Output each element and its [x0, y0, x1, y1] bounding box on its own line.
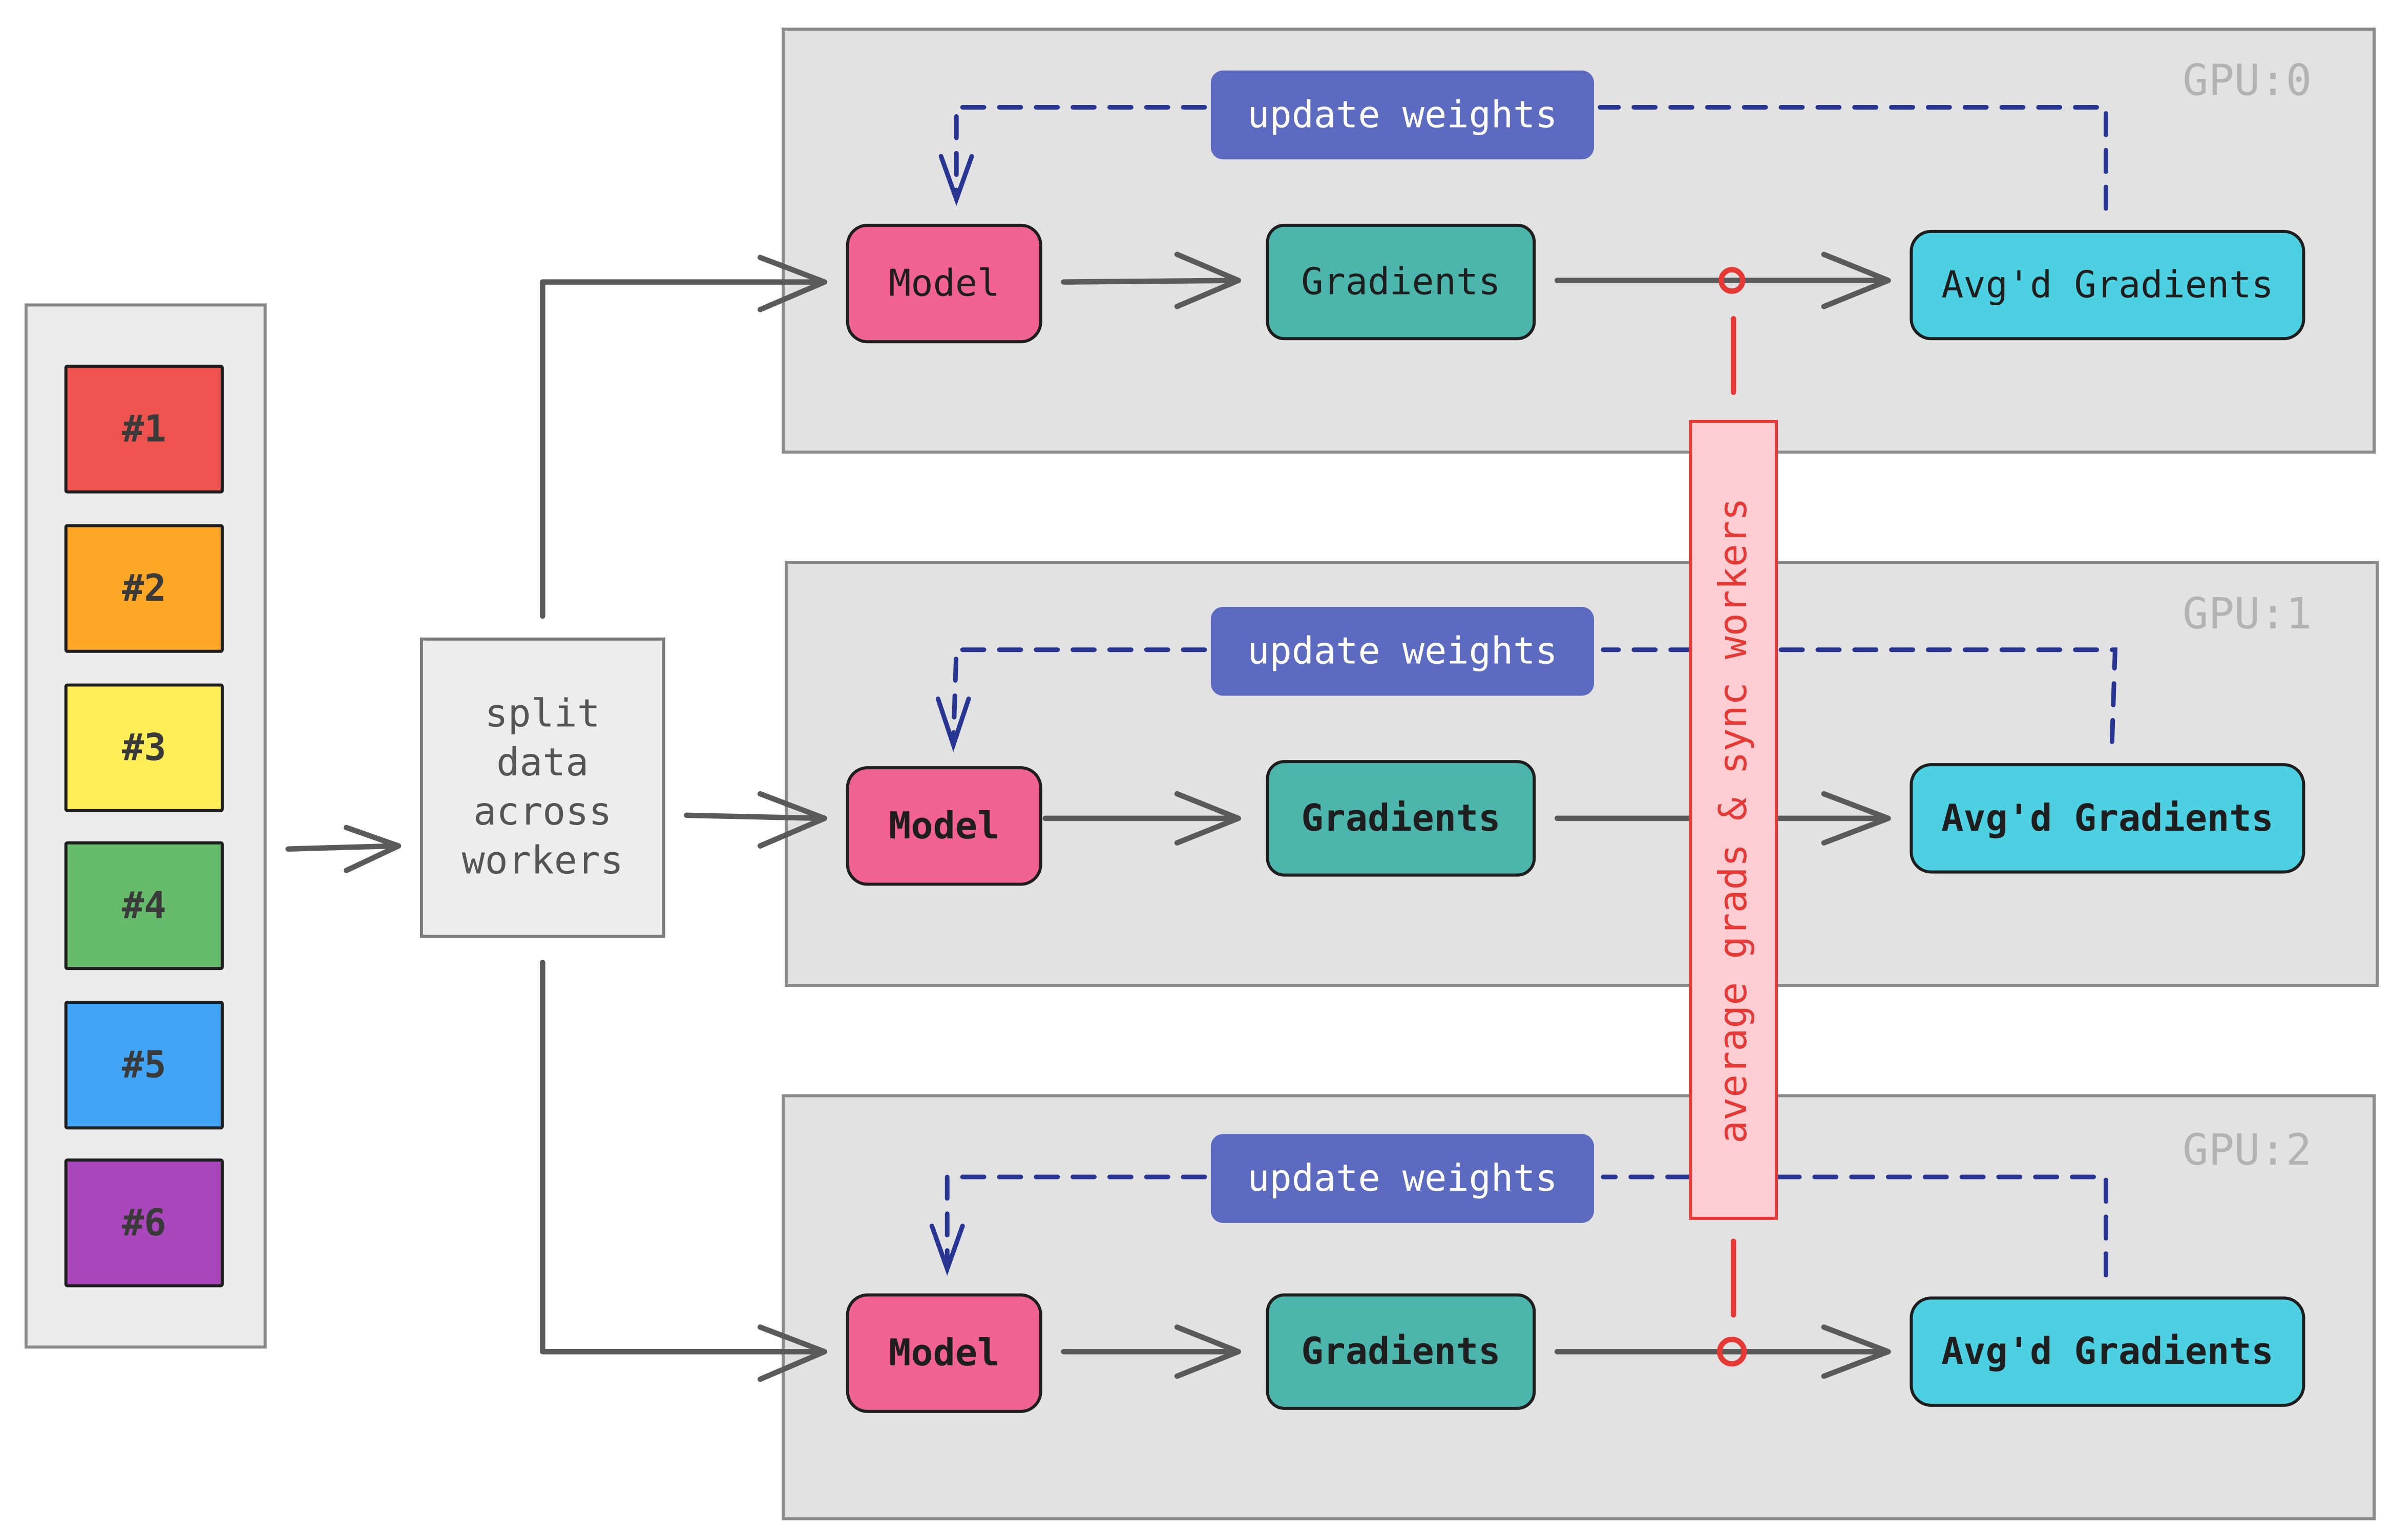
- batch-item-5: #5: [64, 1000, 224, 1130]
- update-weights-gpu1: update weights: [1210, 606, 1594, 696]
- gpu-label-1: GPU:1: [2183, 588, 2312, 639]
- model-node-gpu0: Model: [846, 223, 1042, 344]
- split-line-1: split: [485, 691, 600, 736]
- batch-item-6: #6: [64, 1158, 224, 1288]
- gradients-node-gpu0: Gradients: [1266, 223, 1536, 341]
- gradients-node-gpu2: Gradients: [1266, 1293, 1536, 1410]
- arrow-split-to-gpu2: [540, 959, 825, 1355]
- model-node-gpu2: Model: [846, 1293, 1042, 1413]
- model-node-gpu1: Model: [846, 766, 1042, 886]
- batch-item-2: #2: [64, 524, 224, 653]
- avg-gradients-node-gpu1: Avg'd Gradients: [1910, 763, 2305, 874]
- gradients-node-gpu1: Gradients: [1266, 760, 1536, 877]
- gpu-label-2: GPU:2: [2183, 1125, 2312, 1176]
- split-line-2: data: [496, 740, 589, 785]
- arrow-split-to-gpu1: [684, 812, 825, 821]
- split-data-box: split data across workers: [420, 637, 665, 938]
- batch-item-4: #4: [64, 841, 224, 971]
- batch-item-1: #1: [64, 365, 224, 494]
- sync-workers-label: average grads & sync workers: [1689, 419, 1778, 1220]
- arrow-split-to-gpu0: [540, 279, 825, 619]
- avg-gradients-node-gpu0: Avg'd Gradients: [1910, 229, 2305, 341]
- sync-workers-text: average grads & sync workers: [1711, 497, 1756, 1143]
- arrow-batch-to-split: [285, 843, 399, 852]
- update-weights-gpu0: update weights: [1210, 70, 1594, 160]
- batch-item-3: #3: [64, 683, 224, 812]
- split-line-3: across: [473, 789, 612, 834]
- update-weights-gpu2: update weights: [1210, 1134, 1594, 1223]
- gpu-label-0: GPU:0: [2183, 55, 2312, 106]
- split-line-4: workers: [462, 838, 623, 883]
- avg-gradients-node-gpu2: Avg'd Gradients: [1910, 1296, 2305, 1407]
